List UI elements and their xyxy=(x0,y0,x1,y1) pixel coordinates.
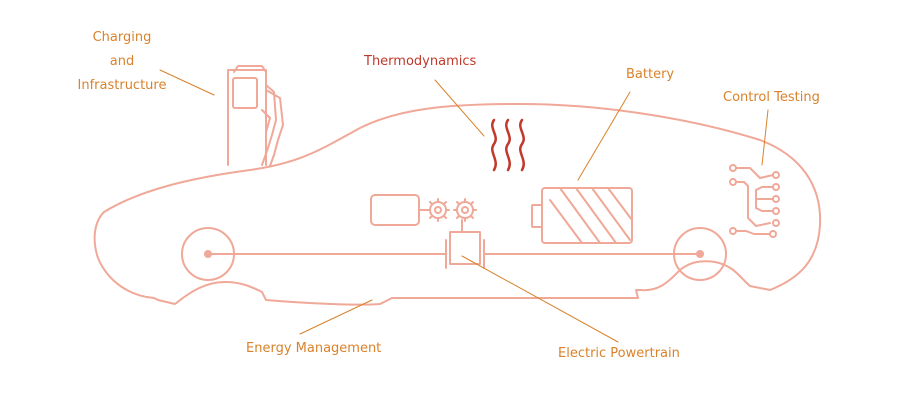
gears-icon xyxy=(426,198,477,233)
leader-energy-management xyxy=(299,299,373,335)
battery-icon xyxy=(531,187,633,244)
label-charging-line3: Infrastructure xyxy=(77,78,167,93)
car-outline xyxy=(93,103,822,306)
wheel-icon xyxy=(181,227,727,281)
motor-icon xyxy=(370,194,429,226)
label-control-testing: Control Testing xyxy=(723,90,820,105)
leader-battery xyxy=(577,91,631,181)
leader-control-testing xyxy=(761,109,769,166)
label-charging-and-infrastructure: Charging and Infrastructure xyxy=(76,30,168,94)
drivetrain-icon xyxy=(207,231,701,269)
label-battery: Battery xyxy=(626,67,675,82)
label-charging-line1: Charging xyxy=(92,30,152,45)
leader-electric-powertrain xyxy=(461,255,619,343)
leader-lines xyxy=(159,69,769,343)
heat-waves-icon xyxy=(491,118,525,172)
label-energy-management: Energy Management xyxy=(246,341,382,356)
leader-thermodynamics xyxy=(434,79,485,137)
label-electric-powertrain: Electric Powertrain xyxy=(558,346,680,361)
label-charging-line2: and xyxy=(109,54,135,69)
label-thermodynamics: Thermodynamics xyxy=(364,54,477,69)
charging-station-icon xyxy=(227,65,284,167)
circuit-board-icon xyxy=(729,164,780,238)
leader-charging xyxy=(159,69,215,96)
